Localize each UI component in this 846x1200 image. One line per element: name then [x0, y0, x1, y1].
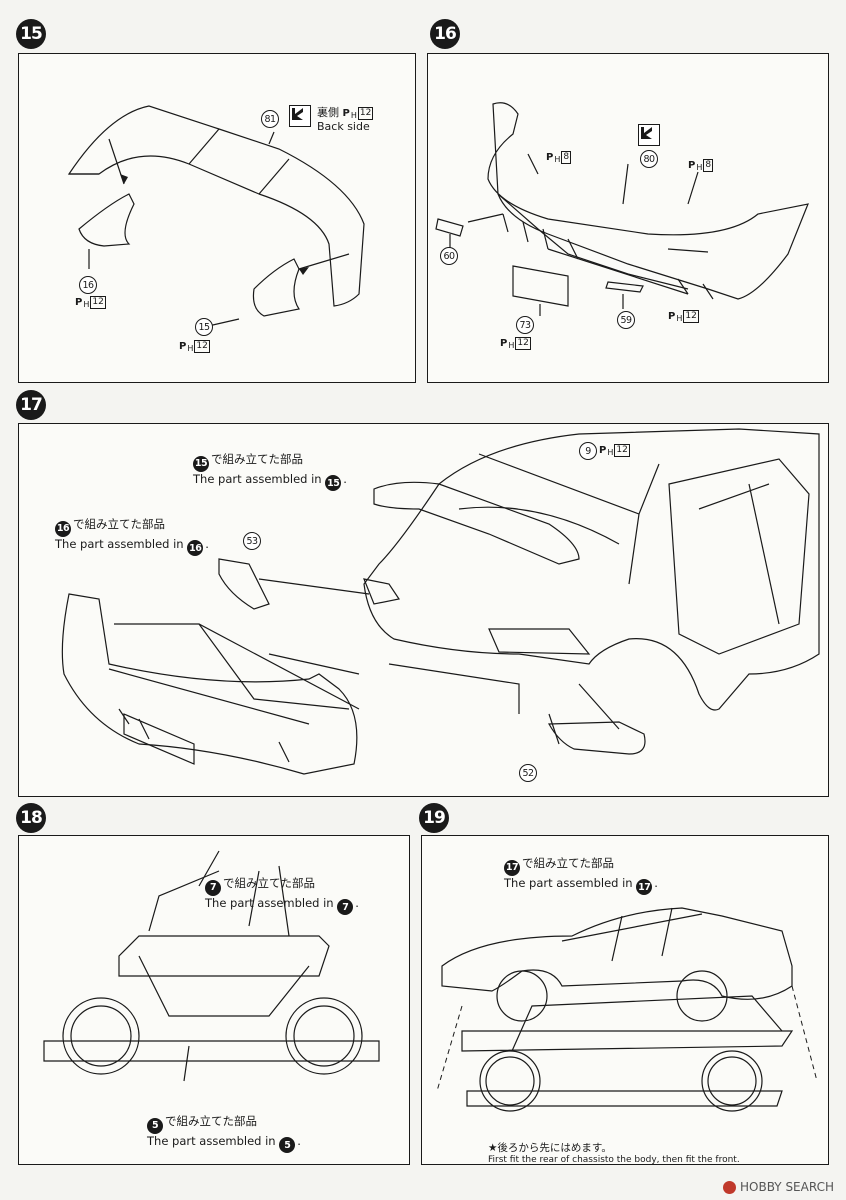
footnote-jp: ★後ろから先にはめます。	[488, 1142, 612, 1154]
ref-5-badge: 5	[147, 1117, 163, 1134]
step-19-drawing	[436, 907, 818, 1112]
ref-16-badge: 16	[55, 520, 71, 537]
ref-17-badge: 17	[504, 859, 520, 876]
part-52-label: 52	[519, 764, 537, 782]
step-16-drawing	[435, 102, 809, 316]
ref-15-badge: 15	[193, 455, 209, 472]
part-16-label: 16	[79, 276, 97, 294]
part-15-label: 15	[195, 318, 213, 336]
step-17-number: 17	[16, 390, 46, 420]
part-53-label: 53	[243, 532, 261, 550]
part-60-label: 60	[440, 247, 458, 265]
step-15-number: 15	[16, 19, 46, 49]
ref-7-badge: 7	[205, 879, 221, 896]
step-15-drawing	[67, 105, 365, 328]
step-18-number: 18	[16, 803, 46, 833]
step-16-number: 16	[430, 19, 460, 49]
part-9-label: 9	[579, 442, 597, 460]
back-side-jp: 裏側	[317, 106, 339, 119]
part-81-label: 81	[261, 110, 279, 128]
part-80-label: 80	[640, 150, 658, 168]
back-side-en: Back side	[317, 120, 370, 133]
step-17-drawing	[61, 428, 820, 775]
step-18-drawing	[43, 850, 380, 1082]
back-side-icon-16	[638, 124, 660, 146]
part-59-label: 59	[617, 311, 635, 329]
footnote-en: First fit the rear of chassisto the body…	[488, 1155, 740, 1165]
step-19-number: 19	[419, 803, 449, 833]
part-73-label: 73	[516, 316, 534, 334]
hobby-search-logo-icon	[723, 1180, 737, 1194]
watermark: HOBBY SEARCH	[723, 1180, 834, 1194]
back-side-icon	[289, 105, 311, 127]
